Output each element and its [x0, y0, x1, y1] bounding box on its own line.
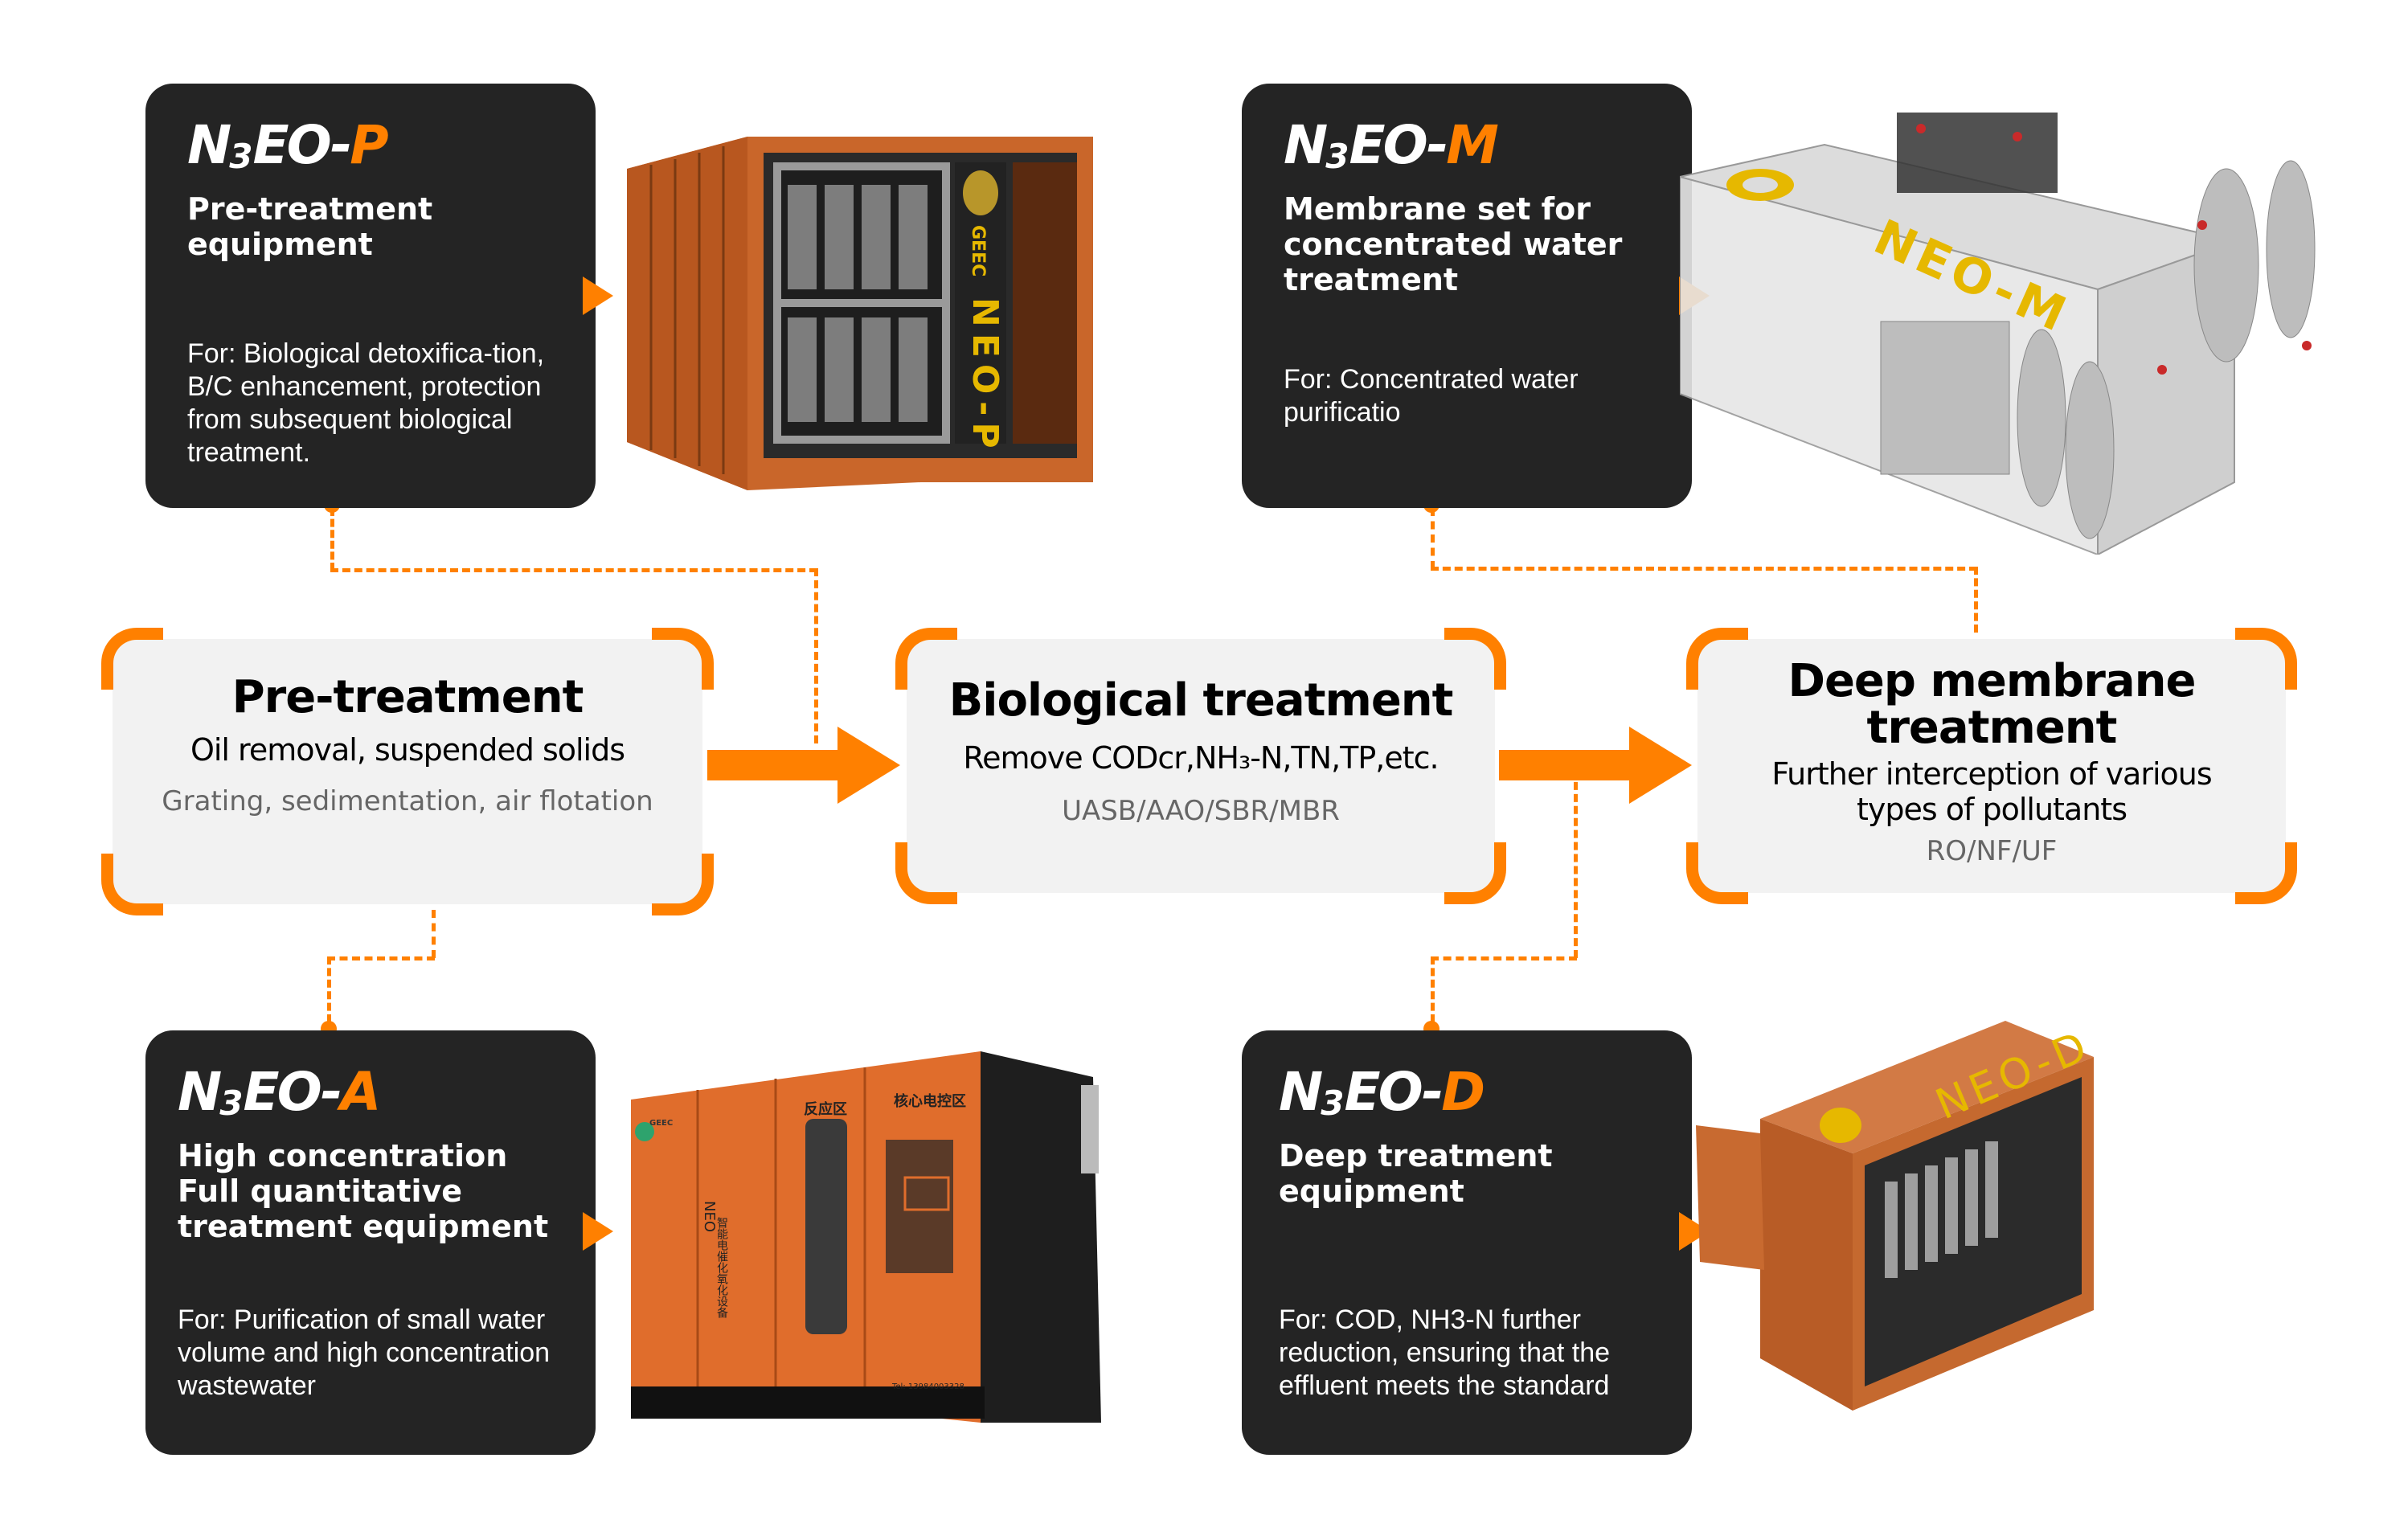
process-methods: UASB/AAO/SBR/MBR: [1062, 795, 1340, 827]
process-main: Oil removal, suspended solids: [190, 732, 625, 768]
flow-arrow-shaft-1: [707, 750, 844, 780]
connector-m-horizontal: [1431, 567, 1977, 571]
process-main: Further interception of various types of…: [1771, 756, 2212, 827]
corner-bracket: [2235, 628, 2297, 690]
process-box-deep-membrane: Deep membrane treatment Further intercep…: [1686, 628, 2297, 904]
equipment-subtitle: High concentration Full quantitative tre…: [178, 1138, 549, 1244]
corner-bracket: [652, 854, 714, 915]
process-title: Pre-treatment: [231, 671, 584, 723]
neo-d-container-illustration: [1696, 1021, 2094, 1411]
pointer-arrow-icon: [583, 276, 613, 315]
corner-bracket: [895, 842, 957, 904]
equipment-subtitle: Deep treatment equipment: [1279, 1138, 1553, 1209]
equipment-card-m: N3EO-M Membrane set for concentrated wat…: [1242, 84, 1710, 508]
connector-m-vertical-1: [1431, 508, 1435, 569]
equipment-description: For: Biological detoxifica-tion, B/C enh…: [187, 338, 545, 468]
neo-a-cabinet-illustration: [631, 1051, 1101, 1423]
connector-a-vertical-2: [327, 956, 331, 1022]
process-main: Remove CODcr,NH₃-N,TN,TP,etc.: [963, 740, 1439, 776]
neo-a-cabinet-image: 反应区 核心电控区 NEO 智能电催化氧化设备 GEEC Tel: 139840…: [627, 1045, 1125, 1447]
equipment-description: For: COD, NH3-N further reduction, ensur…: [1279, 1304, 1611, 1401]
neo-a-tel: Tel: 13984003328: [892, 1382, 964, 1391]
equipment-card-d: N3EO-D Deep treatment equipment For: COD…: [1242, 1030, 1710, 1455]
equipment-code: N3EO-A: [178, 1061, 381, 1123]
neo-a-zone-control: 核心电控区: [894, 1093, 966, 1110]
flow-arrow-head-1-icon: [837, 727, 900, 804]
connector-m-vertical-2: [1974, 567, 1978, 633]
neo-a-zone-reaction: 反应区: [804, 1101, 847, 1118]
corner-bracket: [1444, 842, 1506, 904]
neo-p-container-illustration: [627, 137, 1093, 490]
neo-p-brand-label: GEEC: [968, 225, 988, 277]
connector-a-horizontal: [327, 956, 435, 960]
flow-arrow-head-2-icon: [1629, 727, 1692, 804]
neo-a-image-label: NEO: [701, 1201, 718, 1233]
connector-d-horizontal: [1431, 956, 1577, 960]
connector-p-vertical-2: [814, 568, 818, 743]
equipment-code: N3EO-P: [187, 114, 389, 176]
corner-bracket: [652, 628, 714, 690]
process-box-pre-treatment: Pre-treatment Oil removal, suspended sol…: [101, 628, 714, 915]
pointer-arrow-icon: [583, 1212, 613, 1251]
corner-bracket: [895, 628, 957, 690]
corner-bracket: [101, 854, 163, 915]
neo-a-vertical-text: 智能电催化氧化设备: [715, 1217, 728, 1318]
neo-m-module-illustration: [1679, 113, 2316, 556]
equipment-subtitle: Pre-treatment equipment: [187, 191, 433, 262]
corner-bracket: [1686, 628, 1748, 690]
connector-p-horizontal: [330, 568, 817, 572]
equipment-description: For: Purification of small water volume …: [178, 1304, 551, 1401]
process-title: Biological treatment: [948, 674, 1454, 727]
process-title: Deep membrane treatment: [1788, 655, 2196, 754]
corner-bracket: [2235, 842, 2297, 904]
connector-a-vertical-1: [432, 910, 436, 958]
connector-p-vertical-1: [330, 508, 334, 571]
corner-bracket: [1686, 842, 1748, 904]
connector-d-vertical-1: [1574, 770, 1578, 958]
equipment-code: N3EO-D: [1279, 1061, 1485, 1123]
equipment-card-p: N3EO-P Pre-treatment equipment For: Biol…: [145, 84, 613, 508]
process-methods: Grating, sedimentation, air flotation: [162, 785, 653, 817]
flow-arrow-shaft-2: [1499, 750, 1636, 780]
corner-bracket: [101, 628, 163, 690]
process-box-biological: Biological treatment Remove CODcr,NH₃-N,…: [895, 628, 1506, 904]
neo-p-image-label: NEO-P: [964, 297, 1005, 455]
equipment-code: N3EO-M: [1284, 114, 1499, 176]
equipment-description: For: Concentrated water purificatio: [1284, 364, 1579, 428]
equipment-subtitle: Membrane set for concentrated water trea…: [1284, 191, 1623, 297]
process-methods: RO/NF/UF: [1926, 835, 2058, 867]
neo-p-container-image: GEEC NEO-P: [627, 121, 1109, 498]
neo-a-brand-label: GEEC: [649, 1119, 674, 1128]
equipment-card-a: N3EO-A High concentration Full quantitat…: [145, 1030, 613, 1455]
neo-d-container-image: NEO-D: [1688, 1013, 2331, 1495]
corner-bracket: [1444, 628, 1506, 690]
connector-d-vertical-2: [1431, 956, 1435, 1022]
neo-m-module-image: NEO-M: [1679, 104, 2339, 556]
